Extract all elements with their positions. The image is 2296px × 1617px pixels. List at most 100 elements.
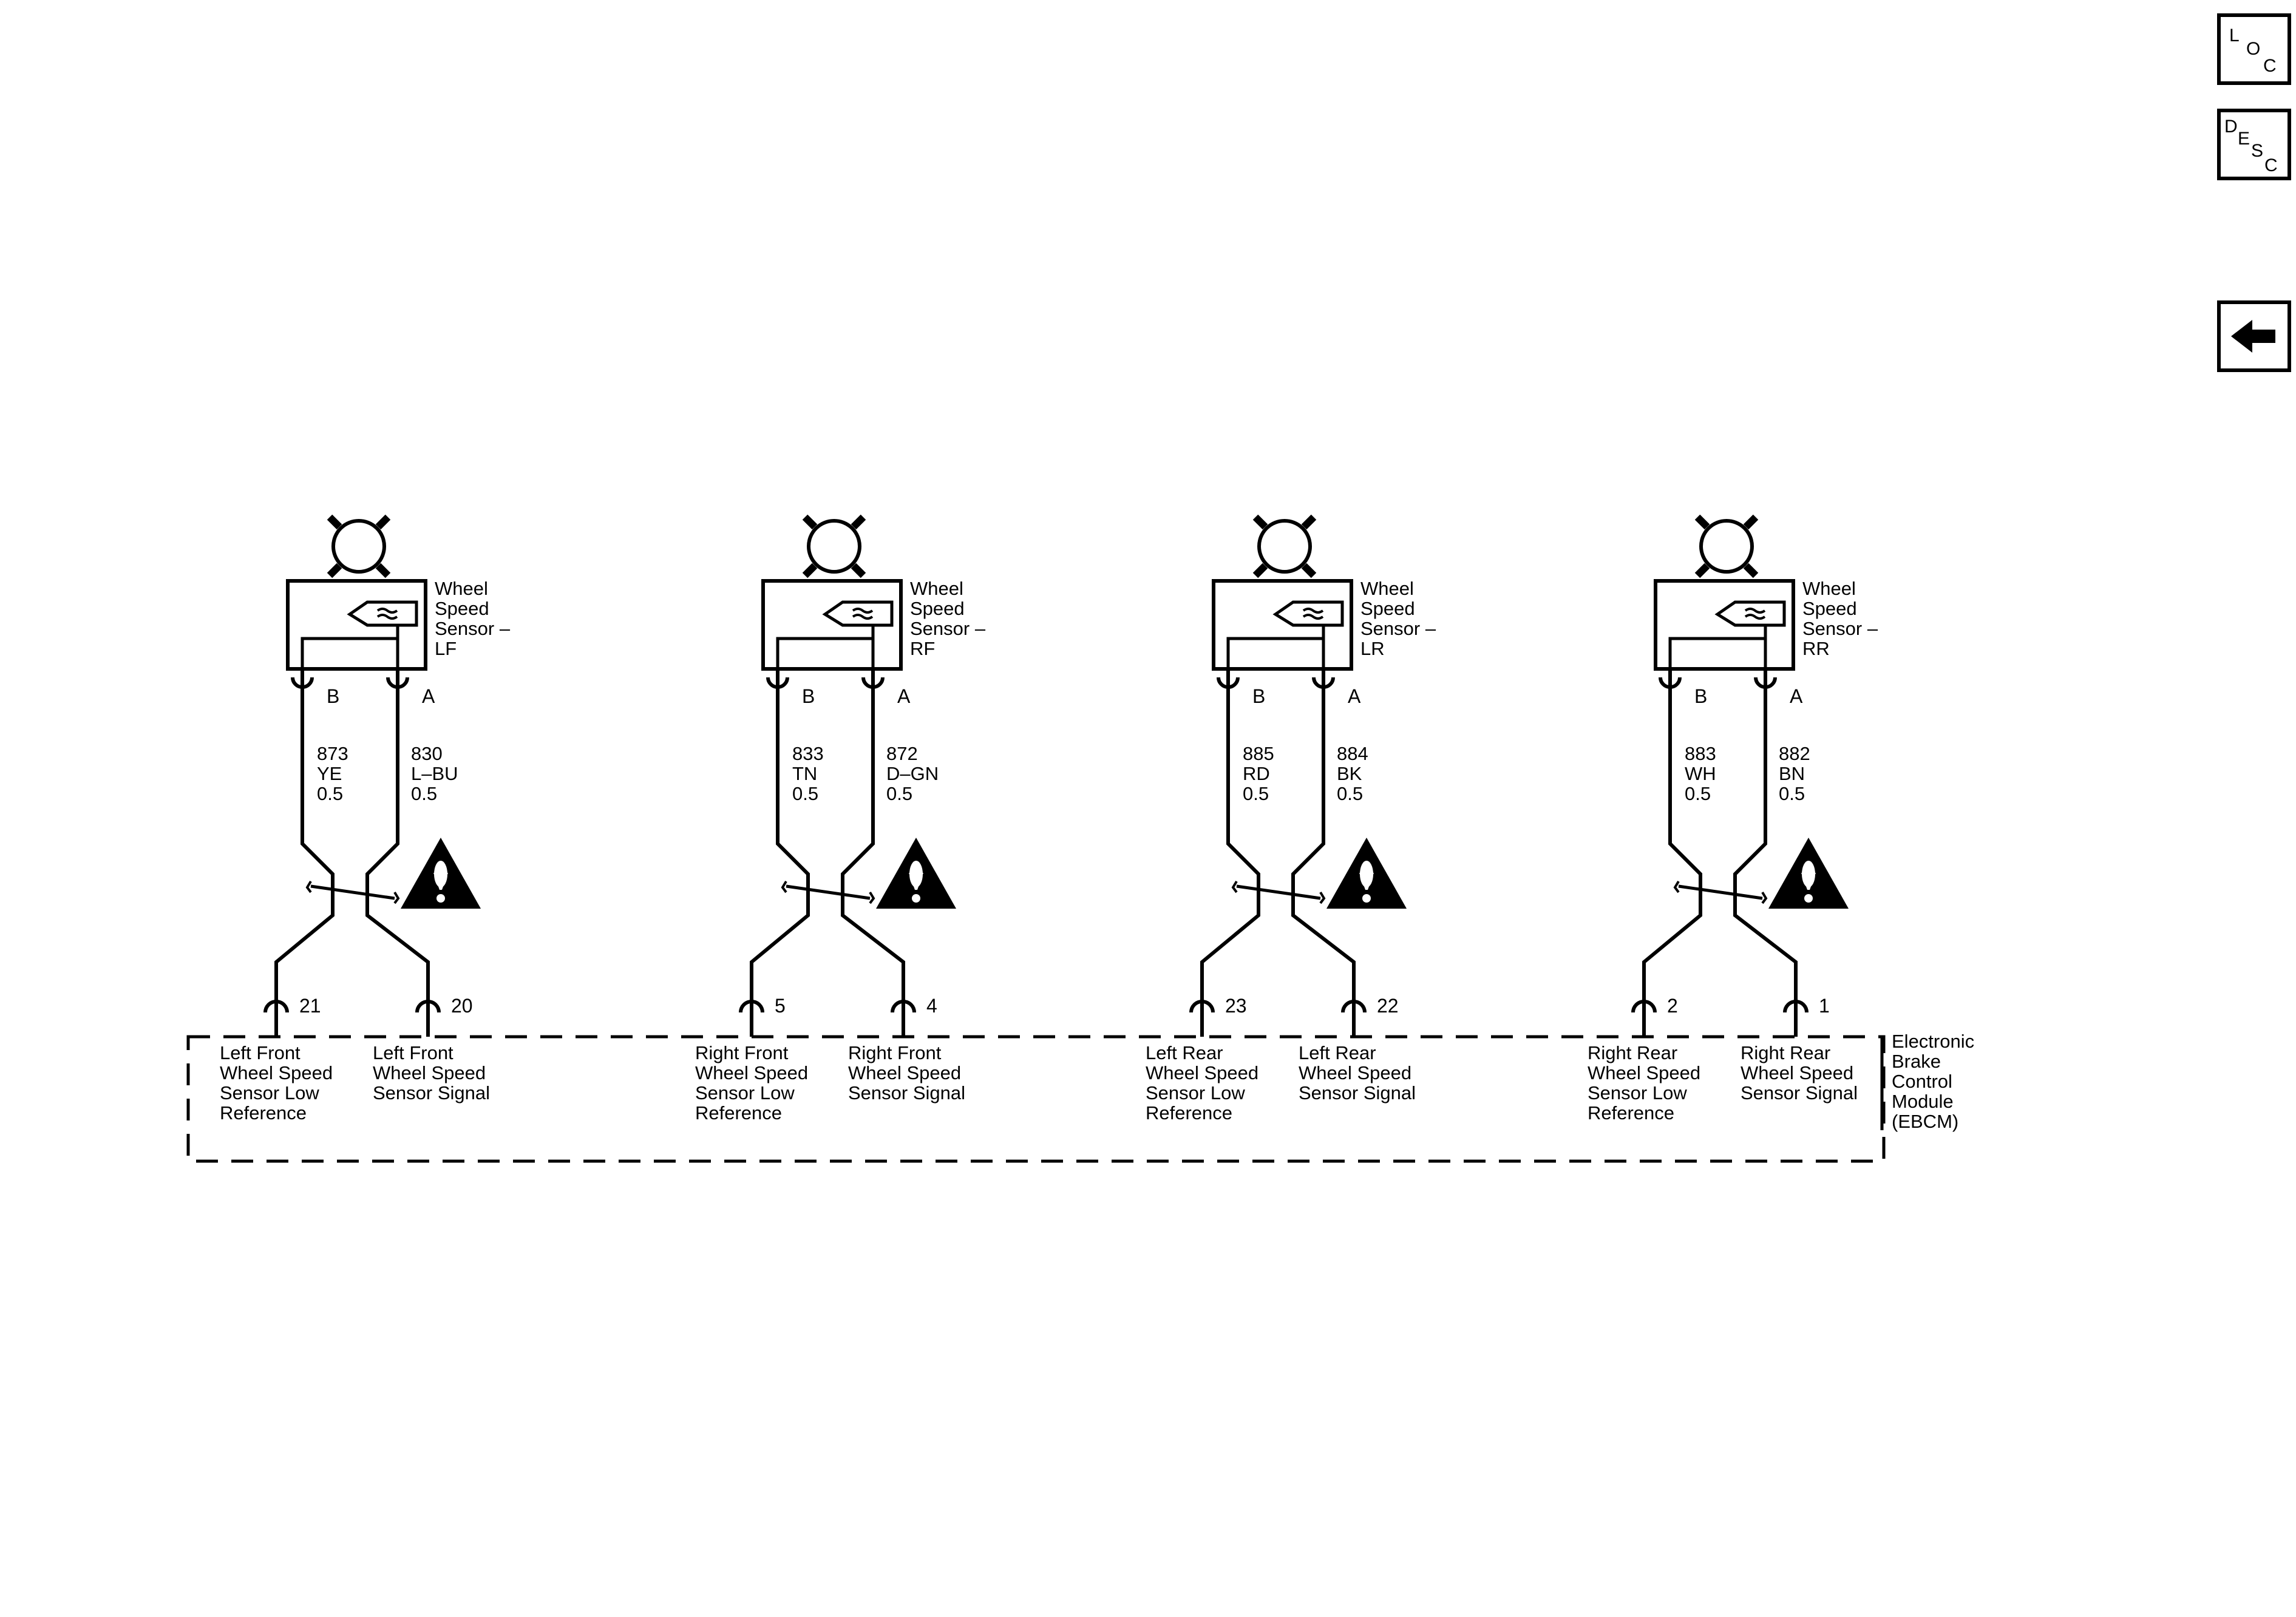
loc-letter-o: O — [2246, 39, 2260, 59]
twisted-pair-marker — [786, 884, 871, 900]
desc-letter-e: E — [2238, 129, 2250, 149]
function-b-label: Left Front — [220, 1042, 301, 1063]
arrow-left-icon — [2231, 320, 2275, 353]
wheel-tab — [1743, 514, 1759, 530]
module-pin-b-label: 23 — [1225, 995, 1247, 1017]
svg-text:Electronic: Electronic — [1892, 1031, 1974, 1052]
terminal-b-label: B — [802, 685, 815, 707]
function-b-label: Reference — [1146, 1102, 1232, 1124]
ebcm-module-label: Electronic Brake Control Module (EBCM) — [1892, 1031, 1974, 1132]
wire-b-callout: RD — [1243, 763, 1270, 784]
wheel-tab — [851, 514, 866, 530]
wire-b-callout: 873 — [317, 743, 348, 764]
terminal-b-label: B — [327, 685, 339, 707]
wheel-tab — [1252, 514, 1268, 530]
wire-b — [1642, 687, 1702, 995]
wheel-tab — [1743, 563, 1759, 578]
sensor-name-label: Sensor – — [1802, 618, 1878, 639]
sensor-name-label: RF — [910, 638, 935, 659]
function-a-label: Wheel Speed — [848, 1062, 961, 1083]
internal-wire-b — [301, 637, 398, 669]
function-a-label: Sensor Signal — [848, 1082, 965, 1103]
module-pin-a-label: 22 — [1377, 995, 1399, 1017]
wire-b — [750, 687, 810, 995]
terminal-a-label: A — [422, 685, 435, 707]
ebcm-module-boundary — [186, 1035, 1886, 1163]
svg-text:Control: Control — [1892, 1071, 1952, 1092]
wheel-tab — [802, 563, 818, 578]
wire-b-callout: 0.5 — [1243, 783, 1269, 804]
loc-button[interactable]: L O C — [2217, 13, 2291, 85]
wheel-tab — [375, 514, 391, 530]
wire-a-callout: BN — [1779, 763, 1805, 784]
wire-b-callout: WH — [1685, 763, 1716, 784]
terminal-b-label: B — [1252, 685, 1265, 707]
sensor-name-label: LR — [1360, 638, 1385, 659]
function-b-label: Sensor Low — [1146, 1082, 1245, 1103]
function-a-label: Sensor Signal — [1741, 1082, 1858, 1103]
wire-b-callout: 0.5 — [1685, 783, 1711, 804]
wheel-tab — [327, 514, 342, 530]
module-pin-a-label: 20 — [451, 995, 473, 1017]
wire-b — [274, 687, 335, 995]
wheel-icon — [1257, 519, 1312, 574]
function-b-label: Reference — [220, 1102, 307, 1124]
internal-wire-b — [776, 637, 873, 669]
warning-mark — [909, 873, 923, 890]
sensing-coil-icon — [376, 608, 398, 620]
wire-a-callout: L–BU — [411, 763, 458, 784]
function-b-label: Wheel Speed — [220, 1062, 333, 1083]
wire-a-callout: 884 — [1337, 743, 1368, 764]
sensor-name-label: Sensor – — [1360, 618, 1436, 639]
function-b-label: Right Rear — [1588, 1042, 1677, 1063]
function-b-label: Wheel Speed — [1588, 1062, 1700, 1083]
function-a-label: Wheel Speed — [1299, 1062, 1411, 1083]
sensor-name-label: Sensor – — [910, 618, 986, 639]
function-a-label: Left Front — [373, 1042, 453, 1063]
wire-b-callout: 885 — [1243, 743, 1274, 764]
wire-b-callout: 833 — [792, 743, 824, 764]
desc-letter-c: C — [2264, 155, 2278, 175]
sensing-coil-icon — [1744, 608, 1766, 620]
warning-mark — [433, 873, 448, 890]
function-a-label: Left Rear — [1299, 1042, 1376, 1063]
function-a-label: Right Front — [848, 1042, 942, 1063]
wheel-tab — [327, 563, 342, 578]
warning-mark — [1804, 894, 1813, 903]
wheel-icon — [807, 519, 861, 574]
sensor-name-label: Speed — [435, 598, 489, 619]
wire-b-callout: YE — [317, 763, 342, 784]
twisted-pair-marker-tick — [1231, 880, 1326, 904]
wheel-tab — [1252, 563, 1268, 578]
warning-mark — [1801, 873, 1816, 890]
function-b-label: Reference — [1588, 1102, 1674, 1124]
wire-b — [1200, 687, 1260, 995]
terminal-a-label: A — [1348, 685, 1361, 707]
sensor-name-label: Wheel — [910, 578, 963, 599]
function-a-label: Sensor Signal — [1299, 1082, 1416, 1103]
module-pin-b-label: 2 — [1667, 995, 1678, 1017]
internal-wire-b — [1226, 637, 1323, 669]
wire-a-callout: 0.5 — [1779, 783, 1805, 804]
desc-letter-d: D — [2224, 117, 2238, 137]
sensor-name-label: Speed — [1360, 598, 1415, 619]
sensor-name-label: Wheel — [1802, 578, 1856, 599]
terminal-a-label: A — [897, 685, 911, 707]
terminal-a-label: A — [1790, 685, 1803, 707]
warning-mark — [912, 894, 920, 903]
svg-text:Module: Module — [1892, 1091, 1954, 1112]
function-b-label: Sensor Low — [220, 1082, 319, 1103]
back-button[interactable] — [2217, 300, 2291, 372]
wire-b-callout: 0.5 — [792, 783, 818, 804]
wheel-tab — [802, 514, 818, 530]
sensor-name-label: Sensor – — [435, 618, 511, 639]
wire-a-callout: 872 — [886, 743, 918, 764]
wheel-icon — [1699, 519, 1754, 574]
wheel-tab — [375, 563, 391, 578]
wire-b-callout: TN — [792, 763, 817, 784]
sensor-name-label: Wheel — [1360, 578, 1414, 599]
function-b-label: Right Front — [695, 1042, 789, 1063]
desc-button[interactable]: D E S C — [2217, 109, 2291, 180]
